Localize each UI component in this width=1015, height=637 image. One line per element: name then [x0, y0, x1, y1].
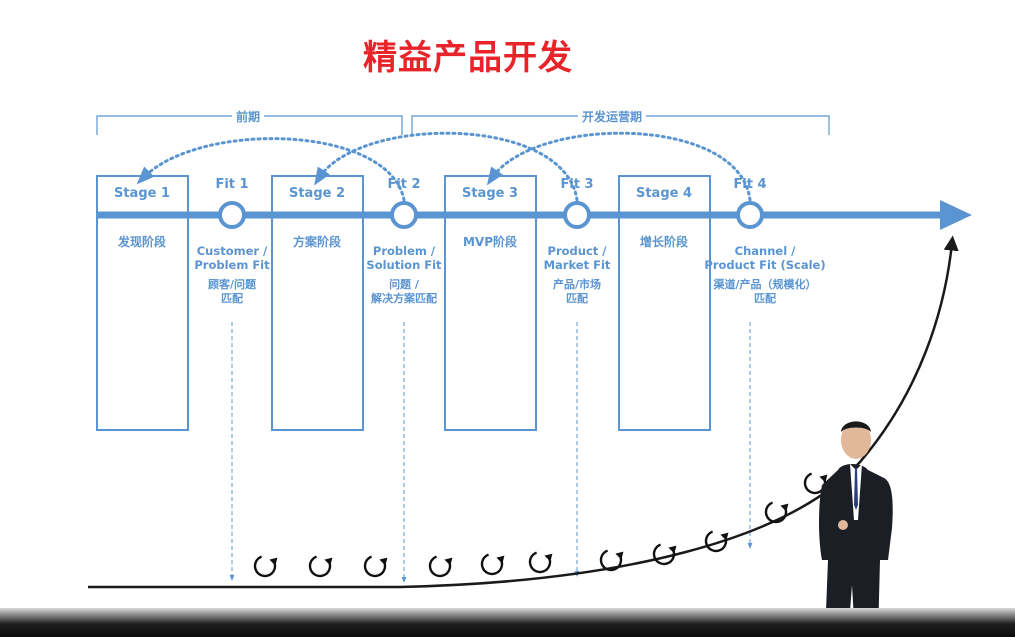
cycle-icon: [308, 555, 333, 578]
stage-4-title: Stage 4: [635, 186, 693, 201]
cycle-icon: [599, 549, 624, 572]
arrow-right-icon: [940, 200, 972, 230]
fit-2-cn-line2: 解决方案匹配: [371, 292, 437, 305]
stage-2-title: Stage 2: [288, 186, 346, 201]
fit-3-label: Fit 3: [560, 177, 594, 192]
fit-4-label: Fit 4: [733, 177, 767, 192]
fit-4-cn-line2: 匹配: [754, 292, 776, 305]
presenter-figure: [819, 421, 893, 637]
stage-1-title: Stage 1: [113, 186, 171, 201]
fit-node-icon: [736, 201, 764, 229]
cycle-icon: [363, 555, 388, 578]
fit-3-en-line2: Market Fit: [543, 258, 611, 272]
cycle-icon: [428, 555, 453, 578]
feedback-arc-fit2: [136, 137, 406, 202]
stage-floor: [0, 608, 1015, 637]
fit-3-cn-line1: 产品/市场: [552, 278, 602, 291]
fit-1-label: Fit 1: [215, 177, 249, 192]
stage-2-name: 方案阶段: [292, 235, 341, 249]
fit-3-en-line1: Product /: [547, 244, 607, 258]
cycle-icon: [764, 501, 789, 524]
stage-3-name: MVP阶段: [462, 235, 518, 249]
fit-1-cn-line1: 顾客/问题: [207, 278, 257, 291]
fit-2-en-line2: Solution Fit: [366, 258, 442, 272]
phase-label-early: 前期: [232, 108, 265, 125]
fit-1-en-line1: Customer /: [196, 244, 268, 258]
cycle-icon: [704, 530, 729, 553]
fit-node-icon: [218, 201, 246, 229]
fit-2-label: Fit 2: [387, 177, 421, 192]
page-title: 精益产品开发: [363, 38, 573, 78]
feedback-arc-fit4: [486, 131, 752, 202]
cycle-icon: [480, 553, 505, 576]
fit-2-en-line1: Problem /: [372, 244, 436, 258]
feedback-arc-fit3: [314, 131, 579, 202]
phase-label-operation: 开发运营期: [578, 108, 647, 125]
fit-2-cn-line1: 问题 /: [389, 278, 419, 291]
fit-1-en-line2: Problem Fit: [194, 258, 270, 272]
cycle-icon: [652, 543, 677, 566]
fit-4-en-line2: Product Fit (Scale): [704, 258, 826, 272]
fit-4-en-line1: Channel /: [734, 244, 796, 258]
stage-3-title: Stage 3: [461, 186, 519, 201]
stage-4-name: 增长阶段: [639, 235, 688, 249]
fit-1-cn-line2: 匹配: [221, 292, 243, 305]
fit-node-icon: [563, 201, 591, 229]
cycle-icon: [253, 555, 278, 578]
fit-4-cn-line1: 渠道/产品（规模化）: [713, 278, 817, 291]
fit-node-icon: [390, 201, 418, 229]
cycle-icon: [528, 551, 553, 574]
fit-3-cn-line2: 匹配: [566, 292, 588, 305]
stage-1-name: 发现阶段: [117, 235, 166, 249]
iteration-cycles: [253, 472, 828, 578]
